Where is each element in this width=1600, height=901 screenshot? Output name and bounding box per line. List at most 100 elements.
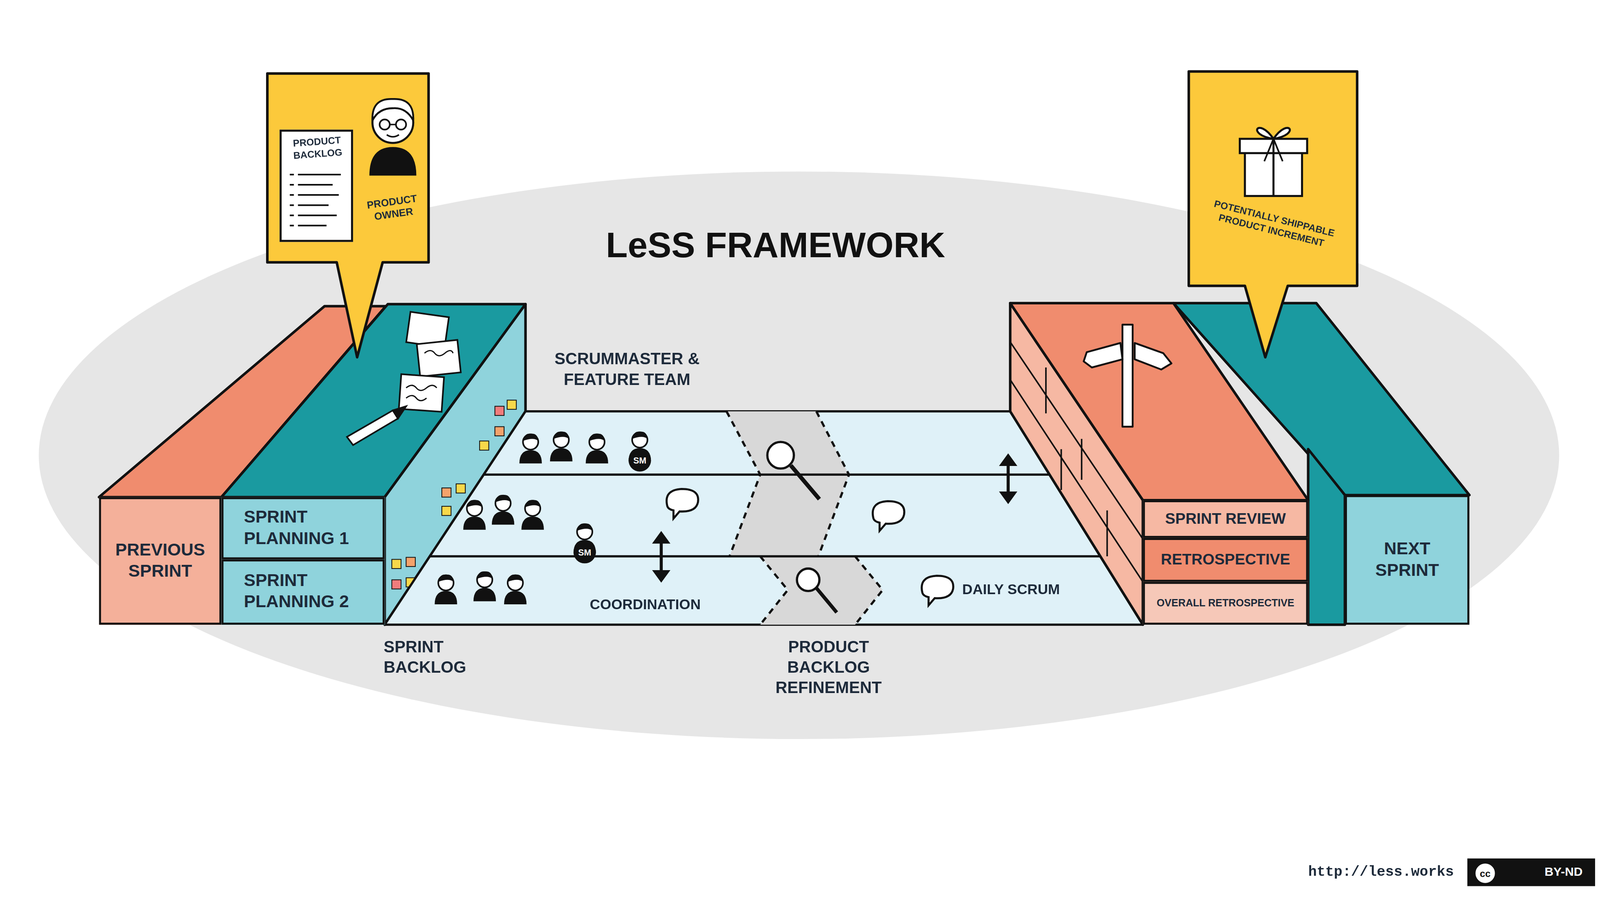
speech-bubbles-part (666, 488, 699, 519)
lanes-floor-part (855, 556, 883, 625)
lanes-floor-part (760, 556, 788, 625)
callout-shape-part (1264, 138, 1283, 162)
lane-label: DAILY SCRUM (962, 580, 1095, 599)
node-label: PRODUCT BACKLOG (282, 133, 352, 162)
backlog-lines-part-part (289, 204, 294, 206)
sprint-block: SPRINT PLANNING 1 (221, 497, 385, 560)
feature-team-people-part (463, 499, 486, 530)
cc-circle: cc (1474, 862, 1496, 885)
callout-shape-part (395, 119, 407, 130)
coordination-arrows-part (1006, 463, 1010, 494)
backlog-lines-part-part (297, 214, 337, 217)
backlog-lines-part-part (297, 204, 329, 206)
backlog-lines-part-part (297, 183, 333, 186)
callout-shape-part (389, 123, 396, 126)
area-label: PRODUCT BACKLOG REFINEMENT (757, 636, 900, 698)
lanes-floor-part (760, 556, 883, 625)
sprint-planning-block (221, 303, 526, 625)
lanes-floor-part (483, 473, 1050, 476)
backlog-lines-part-part (297, 173, 341, 176)
diagram-title: LeSS FRAMEWORK (561, 222, 990, 268)
backlog-lines-part-part (289, 173, 294, 176)
sprint-block: PREVIOUS SPRINT (98, 497, 222, 625)
callout-shape-part (267, 73, 429, 358)
backlog-lines-part-part (289, 183, 294, 186)
coordination-arrows-part (999, 454, 1017, 466)
sticky-notes-part (479, 440, 489, 451)
lanes-floor-part (429, 554, 1101, 558)
feature-team-people-part (504, 574, 527, 605)
signpost-part (1122, 324, 1133, 427)
coordination-arrows-part (659, 540, 664, 573)
speech-bubbles-part (921, 575, 954, 606)
feature-team-people-part (434, 574, 458, 605)
speech-bubbles (666, 488, 954, 605)
node-label: OVERALL RETROSPECTIVE (1156, 596, 1295, 610)
feature-team-people-part (585, 433, 609, 464)
feature-team-people-part (550, 431, 573, 462)
sticky-notes-part (391, 559, 402, 569)
node-label: SPRINT PLANNING 1 (243, 506, 377, 550)
planning-papers-part (347, 410, 398, 445)
node-label: BY-ND (1544, 864, 1583, 880)
backlog-lines-part-part (297, 194, 339, 196)
feature-team-people-part (491, 494, 515, 525)
backlog-paper: PRODUCT BACKLOG (279, 129, 354, 243)
magnifier-icons-part (767, 441, 794, 469)
feature-team-people-part (519, 433, 542, 464)
badge-text: SM (633, 456, 647, 465)
signpost-part (1083, 342, 1123, 368)
callout-shape-part (386, 134, 400, 137)
magnifier-icons-part (790, 465, 820, 500)
backlog-lines-part-part (289, 214, 294, 217)
signpost-part (1134, 342, 1172, 370)
callout-shape-part (1257, 127, 1291, 139)
coordination-arrows-part (999, 491, 1017, 504)
feature-team-people (434, 431, 652, 605)
node-label: SPRINT PLANNING 2 (243, 570, 377, 614)
backlog-lines-part-part (289, 224, 294, 227)
feature-team-people-part (473, 571, 496, 601)
coordination-arrows-part (652, 531, 670, 544)
feature-team-people-part (521, 499, 544, 530)
signpost (1083, 324, 1172, 427)
sticky-notes-part (456, 483, 466, 494)
node-label: PREVIOUS SPRINT (106, 539, 214, 582)
next-sprint-block-part (1308, 449, 1345, 625)
sticky-notes-part (507, 399, 517, 410)
magnifier-icons-part (816, 587, 837, 613)
callout-shape (1188, 71, 1358, 286)
sticky-notes-part (441, 487, 452, 498)
sticky-notes-part (495, 426, 505, 436)
team-label: SCRUMMASTER & FEATURE TEAM (542, 349, 712, 390)
sticky-notes-part (441, 506, 452, 516)
badge-text: SM (578, 547, 592, 557)
magnifier-icons (767, 441, 837, 613)
lanes-floor-part (816, 411, 850, 557)
magnifier-icons-part (796, 568, 820, 591)
lanes-floor-part (726, 411, 850, 557)
area-label: SPRINT BACKLOG (383, 636, 486, 678)
speech-bubbles-part (872, 501, 905, 531)
planning-papers-part (406, 385, 437, 401)
node-label: RETROSPECTIVE (1161, 550, 1291, 570)
sticky-notes-part (495, 406, 505, 416)
scrummaster-badge: SM (628, 449, 651, 472)
callout-shape-part (372, 98, 414, 121)
lane-label: COORDINATION (589, 595, 733, 614)
callout: PRODUCT OWNERPRODUCT BACKLOG (267, 73, 429, 263)
planning-papers-part (424, 350, 453, 356)
coordination-arrows (652, 454, 1017, 582)
callout: POTENTIALLY SHIPPABLE PRODUCT INCREMENT (1188, 71, 1358, 286)
node-label: NEXT SPRINT (1353, 538, 1462, 581)
planning-papers-part (392, 406, 407, 419)
sprint-block: NEXT SPRINT (1344, 495, 1470, 625)
backlog-lines-part (289, 174, 341, 226)
sticky-notes-part (391, 579, 402, 590)
callout-shape-part (369, 146, 417, 176)
event-block: SPRINT REVIEW (1142, 499, 1308, 538)
backlog-lines-part-part (297, 224, 327, 227)
callout-shape-part (379, 119, 390, 130)
